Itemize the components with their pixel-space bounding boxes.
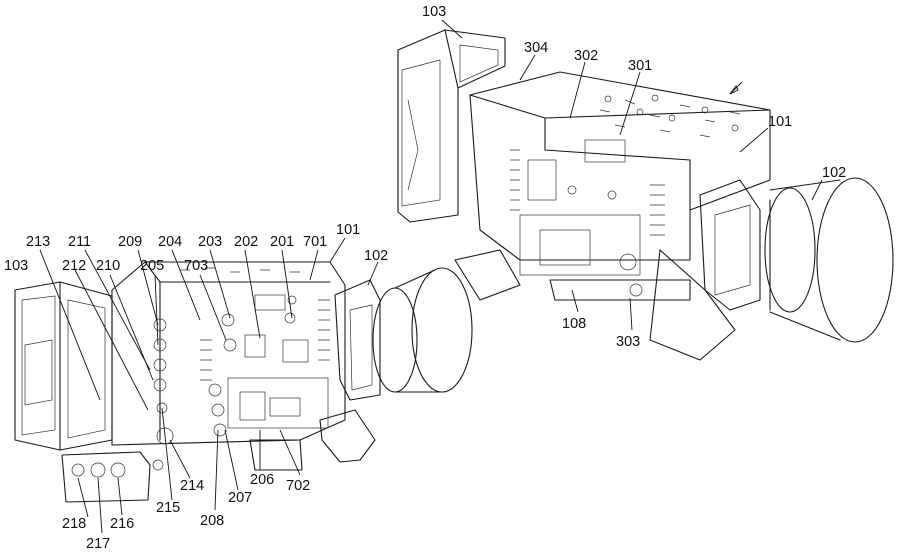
label-202: 202 bbox=[234, 234, 258, 250]
label-205: 205 bbox=[140, 258, 164, 274]
camera-body bbox=[61, 261, 376, 503]
label-207: 207 bbox=[228, 490, 252, 506]
label-102: 102 bbox=[822, 165, 846, 181]
label-215: 215 bbox=[156, 500, 180, 516]
label-218: 218 bbox=[62, 516, 86, 532]
camera-left bbox=[14, 261, 473, 503]
label-101-left: 101 bbox=[336, 222, 360, 238]
label-101: 101 bbox=[768, 114, 792, 130]
label-302: 302 bbox=[574, 48, 598, 64]
label-213: 213 bbox=[26, 234, 50, 250]
label-211: 211 bbox=[68, 234, 91, 250]
label-304: 304 bbox=[524, 40, 548, 56]
arrow-icon bbox=[729, 81, 743, 95]
label-203: 203 bbox=[198, 234, 222, 250]
label-212: 212 bbox=[62, 258, 86, 274]
camera-right bbox=[397, 29, 894, 361]
leader-lines-right bbox=[441, 19, 823, 331]
label-217: 217 bbox=[86, 536, 110, 552]
label-201: 201 bbox=[270, 234, 294, 250]
label-702: 702 bbox=[286, 478, 310, 494]
label-701: 701 bbox=[303, 234, 327, 250]
label-214: 214 bbox=[180, 478, 204, 494]
camera-body bbox=[454, 71, 771, 361]
battery-pack bbox=[397, 29, 506, 223]
label-108: 108 bbox=[562, 316, 586, 332]
label-216: 216 bbox=[110, 516, 134, 532]
lens bbox=[334, 267, 473, 401]
label-204: 204 bbox=[158, 234, 182, 250]
label-301: 301 bbox=[628, 58, 652, 74]
label-303: 303 bbox=[616, 334, 640, 350]
label-210: 210 bbox=[96, 258, 120, 274]
label-103: 103 bbox=[422, 4, 446, 20]
leader-lines-left bbox=[39, 237, 379, 534]
reference-labels: 103 304 302 301 101 102 108 303 213 211 … bbox=[4, 4, 846, 552]
label-206: 206 bbox=[250, 472, 274, 488]
label-208: 208 bbox=[200, 513, 224, 529]
label-209: 209 bbox=[118, 234, 142, 250]
lens bbox=[699, 177, 894, 343]
label-703: 703 bbox=[184, 258, 208, 274]
label-102-left: 102 bbox=[364, 248, 388, 264]
battery-pack bbox=[14, 281, 113, 451]
label-103-left: 103 bbox=[4, 258, 28, 274]
